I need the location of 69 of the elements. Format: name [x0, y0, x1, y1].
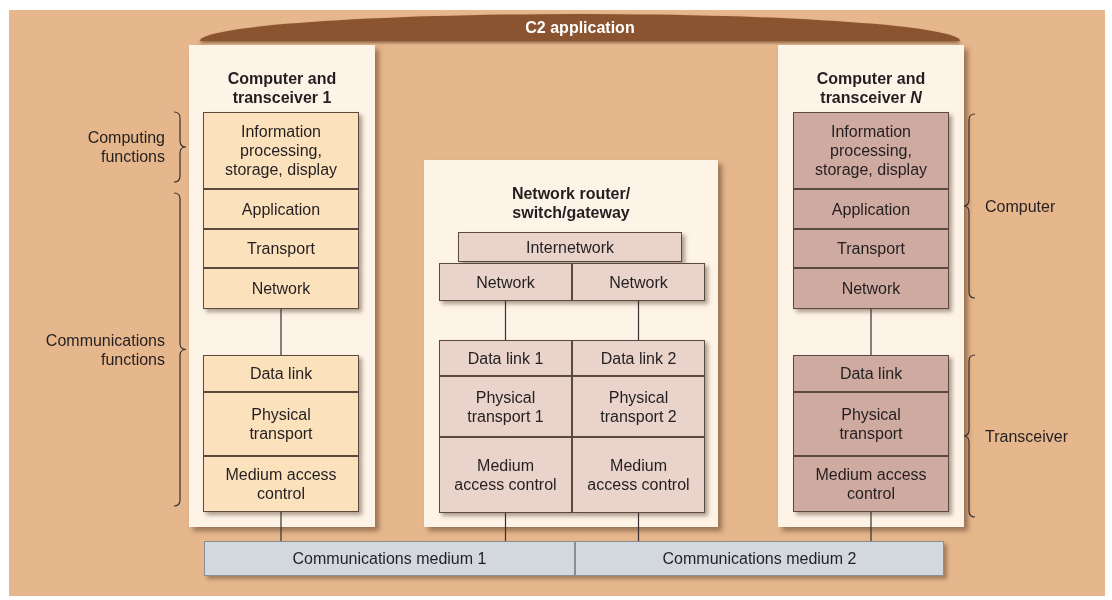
layer-label: Internetwork [525, 237, 614, 257]
layer-box [793, 229, 949, 268]
layer-box [439, 376, 572, 437]
connector-line [637, 300, 640, 341]
brace-label: Communications functions [44, 330, 165, 369]
layer-label: Network [476, 272, 535, 292]
layer-box [203, 112, 359, 189]
layer-box [203, 355, 359, 392]
layer-label: Transport [837, 239, 905, 258]
layer-box [793, 355, 949, 392]
layer-label: Data link [839, 364, 903, 383]
layer-box [793, 392, 949, 456]
layer-label: Information processing, storage, display [223, 122, 339, 179]
brace-label: Computing functions [86, 128, 165, 166]
layer-box [572, 263, 705, 301]
layer-box [203, 392, 359, 456]
layer-box [793, 112, 949, 189]
medium-bar [575, 541, 944, 576]
layer-box [793, 456, 949, 512]
connector-line [637, 512, 640, 542]
device-panel [189, 45, 375, 527]
panel-heading: Network router/ switch/gateway [510, 184, 632, 222]
layer-label: Data link 2 [600, 348, 677, 368]
layer-label: Communications medium 1 [292, 549, 487, 568]
layer-box [439, 263, 572, 301]
layer-label: Data link [249, 364, 313, 383]
brace-label: Computer [985, 196, 1056, 216]
layer-box [439, 437, 572, 513]
layer-box [458, 232, 682, 262]
connector-line [280, 308, 282, 356]
layer-box [203, 229, 359, 268]
layer-label: Information processing, storage, display [813, 122, 929, 179]
panel-heading: Computer and transceiver 1 [226, 69, 338, 107]
layer-label: Communications medium 2 [662, 549, 857, 568]
layer-label: Physical transport [838, 405, 904, 443]
device-panel [778, 45, 964, 527]
layer-box [203, 189, 359, 229]
layer-label: C2 application [525, 18, 635, 37]
layer-label: Application [831, 199, 911, 219]
layer-label: Medium access control [224, 465, 338, 503]
layer-label: Medium access control [586, 456, 691, 494]
layer-label: Application [241, 199, 321, 219]
layer-label: Physical transport 2 [599, 387, 678, 426]
layer-label: Network [841, 279, 901, 298]
brace-label: Transceiver [985, 426, 1068, 446]
device-panel [424, 160, 718, 527]
layer-box [572, 340, 705, 376]
connector-line [280, 511, 282, 542]
connector-line [504, 300, 507, 341]
panel-heading: Computer and transceiver N [815, 69, 927, 107]
layer-label: Physical transport [248, 405, 314, 443]
medium-bar [204, 541, 575, 576]
layer-label: Network [251, 279, 311, 298]
layer-label: Transport [247, 239, 315, 258]
layer-box [203, 456, 359, 512]
layer-label: Medium access control [814, 465, 928, 503]
connector-line [504, 512, 507, 542]
layer-box [793, 268, 949, 309]
layer-box [203, 268, 359, 309]
layer-label: Medium access control [453, 456, 558, 494]
layer-box [572, 376, 705, 437]
layer-label: Physical transport 1 [466, 387, 545, 426]
layer-box [793, 189, 949, 229]
layer-label: Network [609, 272, 668, 292]
layer-box [439, 340, 572, 376]
connector-line [870, 511, 872, 542]
layer-label: Data link 1 [467, 348, 544, 368]
layer-box [572, 437, 705, 513]
connector-line [870, 308, 872, 356]
